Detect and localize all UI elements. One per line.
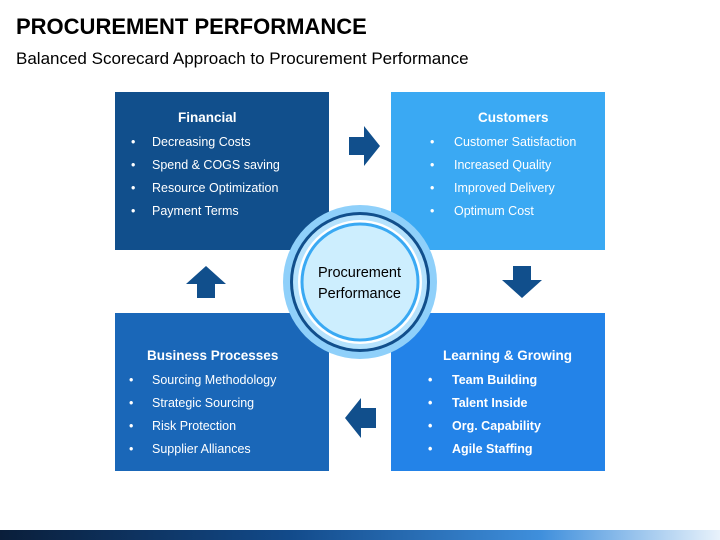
list-item: Customer Satisfaction: [391, 131, 605, 154]
quadrant-business-processes: Business Processes Sourcing Methodology …: [115, 313, 329, 471]
quadrant-heading-learning-growing: Learning & Growing: [443, 348, 573, 363]
quadrant-heading-customers: Customers: [478, 110, 549, 125]
center-label-line2: Performance: [317, 286, 401, 302]
list-item: Team Building: [391, 369, 605, 392]
quadrant-list-learning-growing: Team Building Talent Inside Org. Capabil…: [391, 369, 605, 461]
quadrant-list-business-processes: Sourcing Methodology Strategic Sourcing …: [115, 369, 329, 461]
quadrant-financial: Financial Decreasing Costs Spend & COGS …: [115, 92, 329, 250]
arrow-left-icon: [345, 398, 376, 438]
list-item: Supplier Alliances: [115, 438, 329, 461]
list-item: Sourcing Methodology: [115, 369, 329, 392]
quadrant-learning-growing: Learning & Growing Team Building Talent …: [391, 313, 605, 471]
arrow-down-icon: [502, 266, 542, 298]
center-label: Procurement Performance: [292, 252, 427, 316]
quadrant-list-financial: Decreasing Costs Spend & COGS saving Res…: [115, 131, 329, 223]
list-item: Increased Quality: [391, 154, 605, 177]
list-item: Risk Protection: [115, 415, 329, 438]
list-item: Payment Terms: [115, 200, 329, 223]
arrow-right-icon: [349, 126, 380, 166]
page-subtitle: Balanced Scorecard Approach to Procureme…: [16, 49, 469, 68]
quadrant-list-customers: Customer Satisfaction Increased Quality …: [391, 131, 605, 223]
quadrant-heading-financial: Financial: [178, 110, 237, 125]
list-item: Org. Capability: [391, 415, 605, 438]
list-item: Spend & COGS saving: [115, 154, 329, 177]
list-item: Resource Optimization: [115, 177, 329, 200]
center-label-line1: Procurement: [317, 265, 401, 281]
page-title: PROCUREMENT PERFORMANCE: [16, 14, 367, 39]
arrow-up-icon: [186, 266, 226, 298]
corner-pointer-learning: [391, 313, 445, 362]
bottom-accent-bar: [0, 530, 720, 540]
quadrant-customers: Customers Customer Satisfaction Increase…: [391, 92, 605, 250]
corner-pointer-business: [275, 313, 329, 362]
corner-pointer-financial: [275, 201, 329, 250]
center-circle: [300, 222, 420, 342]
corner-pointer-customers: [391, 201, 445, 250]
list-item: Talent Inside: [391, 392, 605, 415]
quadrant-heading-business-processes: Business Processes: [147, 348, 279, 363]
list-item: Decreasing Costs: [115, 131, 329, 154]
list-item: Optimum Cost: [391, 200, 605, 223]
list-item: Improved Delivery: [391, 177, 605, 200]
list-item: Agile Staffing: [391, 438, 605, 461]
list-item: Strategic Sourcing: [115, 392, 329, 415]
